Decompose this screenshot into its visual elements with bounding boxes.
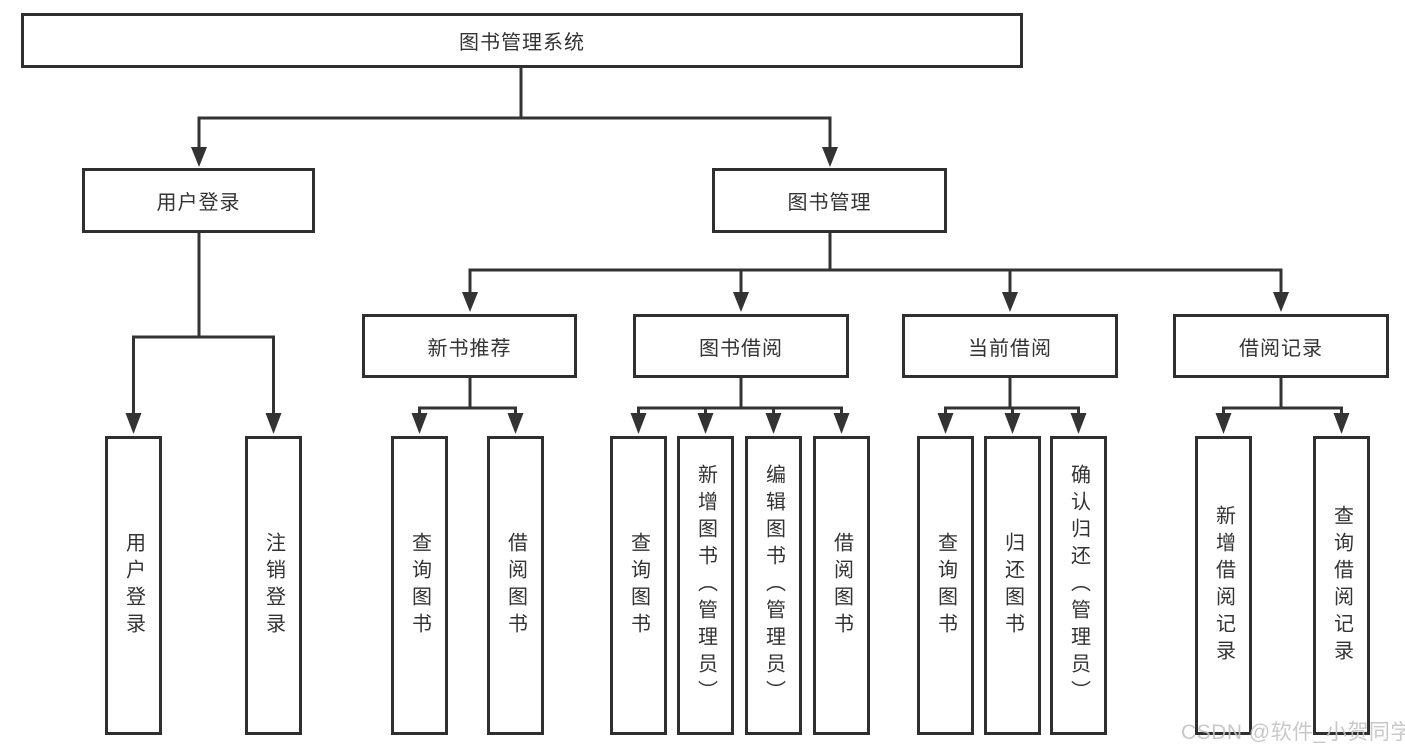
leaf-add-book-admin-label: 新增图书（管理员） bbox=[694, 464, 717, 707]
leaf-query-books-1: 查询图书 bbox=[391, 436, 448, 735]
node-current-borrow: 当前借阅 bbox=[902, 314, 1118, 378]
leaf-add-borrow-record-label: 新增借阅记录 bbox=[1212, 504, 1235, 667]
node-user-login: 用户登录 bbox=[82, 168, 315, 233]
leaf-edit-book-admin-label: 编辑图书（管理员） bbox=[762, 464, 785, 707]
csdn-watermark: CSDN @软件_小贺同学 bbox=[1181, 721, 1405, 744]
leaf-query-books-3-label: 查询图书 bbox=[934, 531, 957, 640]
node-current-borrow-label: 当前借阅 bbox=[968, 337, 1052, 360]
leaf-borrow-books-2: 借阅图书 bbox=[813, 436, 870, 735]
node-new-book-recommend: 新书推荐 bbox=[362, 314, 577, 378]
leaf-logout-label: 注销登录 bbox=[262, 531, 285, 640]
leaf-logout: 注销登录 bbox=[245, 436, 302, 735]
leaf-confirm-return-admin: 确认归还（管理员） bbox=[1050, 436, 1107, 735]
leaf-borrow-books-1: 借阅图书 bbox=[487, 436, 544, 735]
root-node-library-system: 图书管理系统 bbox=[21, 13, 1023, 68]
leaf-user-login-label: 用户登录 bbox=[122, 531, 145, 640]
leaf-edit-book-admin: 编辑图书（管理员） bbox=[745, 436, 802, 735]
leaf-query-books-2: 查询图书 bbox=[610, 436, 667, 735]
node-book-management-label: 图书管理 bbox=[787, 192, 872, 214]
leaf-confirm-return-admin-label: 确认归还（管理员） bbox=[1067, 464, 1090, 707]
leaf-query-books-2-label: 查询图书 bbox=[627, 531, 650, 640]
leaf-query-books-1-label: 查询图书 bbox=[408, 531, 431, 640]
node-book-borrowing: 图书借阅 bbox=[633, 314, 849, 378]
node-user-login-label: 用户登录 bbox=[156, 192, 241, 214]
leaf-return-books-label: 归还图书 bbox=[1001, 531, 1024, 640]
node-book-borrowing-label: 图书借阅 bbox=[699, 337, 783, 360]
node-borrow-records: 借阅记录 bbox=[1173, 314, 1389, 378]
root-node-label: 图书管理系统 bbox=[459, 32, 585, 54]
leaf-query-borrow-record: 查询借阅记录 bbox=[1313, 436, 1370, 735]
leaf-user-login: 用户登录 bbox=[105, 436, 162, 735]
node-book-management: 图书管理 bbox=[712, 168, 947, 233]
node-new-book-recommend-label: 新书推荐 bbox=[427, 337, 512, 360]
leaf-return-books: 归还图书 bbox=[984, 436, 1041, 735]
leaf-add-borrow-record: 新增借阅记录 bbox=[1195, 436, 1252, 735]
leaf-borrow-books-2-label: 借阅图书 bbox=[830, 531, 853, 640]
node-borrow-records-label: 借阅记录 bbox=[1239, 337, 1323, 360]
leaf-query-books-3: 查询图书 bbox=[917, 436, 974, 735]
leaf-add-book-admin: 新增图书（管理员） bbox=[677, 436, 734, 735]
leaf-borrow-books-1-label: 借阅图书 bbox=[504, 531, 527, 640]
leaf-query-borrow-record-label: 查询借阅记录 bbox=[1330, 504, 1353, 667]
